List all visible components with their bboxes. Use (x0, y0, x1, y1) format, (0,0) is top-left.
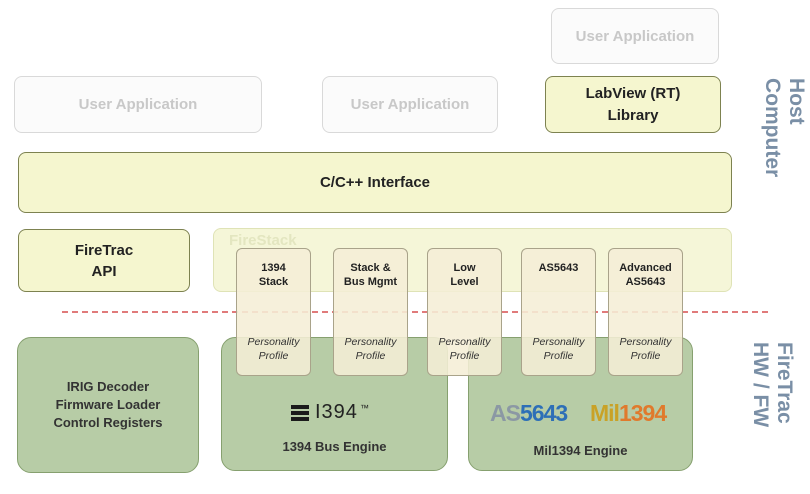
module-title: Low Level (450, 262, 479, 288)
irig-decoder-box: IRIG Decoder Firmware Loader Control Reg… (17, 337, 199, 473)
firetrac-hw-fw-label: FireTrac HW / FW (749, 342, 796, 428)
host-computer-label: Host Computer (761, 78, 808, 178)
firestack-label: FireStack (229, 232, 297, 249)
user-application-box: User Application (551, 8, 719, 64)
cpp-interface-box: C/C++ Interface (18, 152, 732, 213)
personality-profile-label: Personality Profile (532, 336, 585, 362)
firetrac-api-box: FireTrac API (18, 229, 190, 292)
trademark-mark: ™ (359, 402, 369, 413)
personality-profile-label: Personality Profile (619, 336, 672, 362)
module-title: Stack & Bus Mgmt (343, 262, 398, 288)
mil1394-brand-part-b: 1394 (618, 400, 667, 426)
firewire-logo-icon (291, 404, 309, 421)
mil1394-brand-part-a: Mil (590, 400, 620, 426)
host-hardware-boundary (62, 311, 768, 313)
labview-library-box: LabView (RT) Library (545, 76, 721, 133)
personality-profile-label: Personality Profile (344, 336, 397, 362)
personality-profile-label: Personality Profile (247, 336, 300, 362)
module-title: AS5643 (538, 262, 579, 274)
ieee1394-logo: I394 ™ (291, 401, 369, 424)
personality-profile-label: Personality Profile (438, 336, 491, 362)
ieee1394-logo-text: I394 (315, 401, 358, 423)
as5643-brand-part-b: 5643 (519, 400, 568, 426)
user-application-box: User Application (322, 76, 498, 133)
module-title: Advanced AS5643 (619, 262, 672, 288)
mil1394-brand-logo: Mil1394 (590, 400, 667, 427)
as5643-brand-logo: AS5643 (490, 400, 568, 427)
as5643-brand-part-a: AS (490, 400, 521, 426)
user-application-box: User Application (14, 76, 262, 133)
module-title: 1394 Stack (258, 262, 289, 288)
